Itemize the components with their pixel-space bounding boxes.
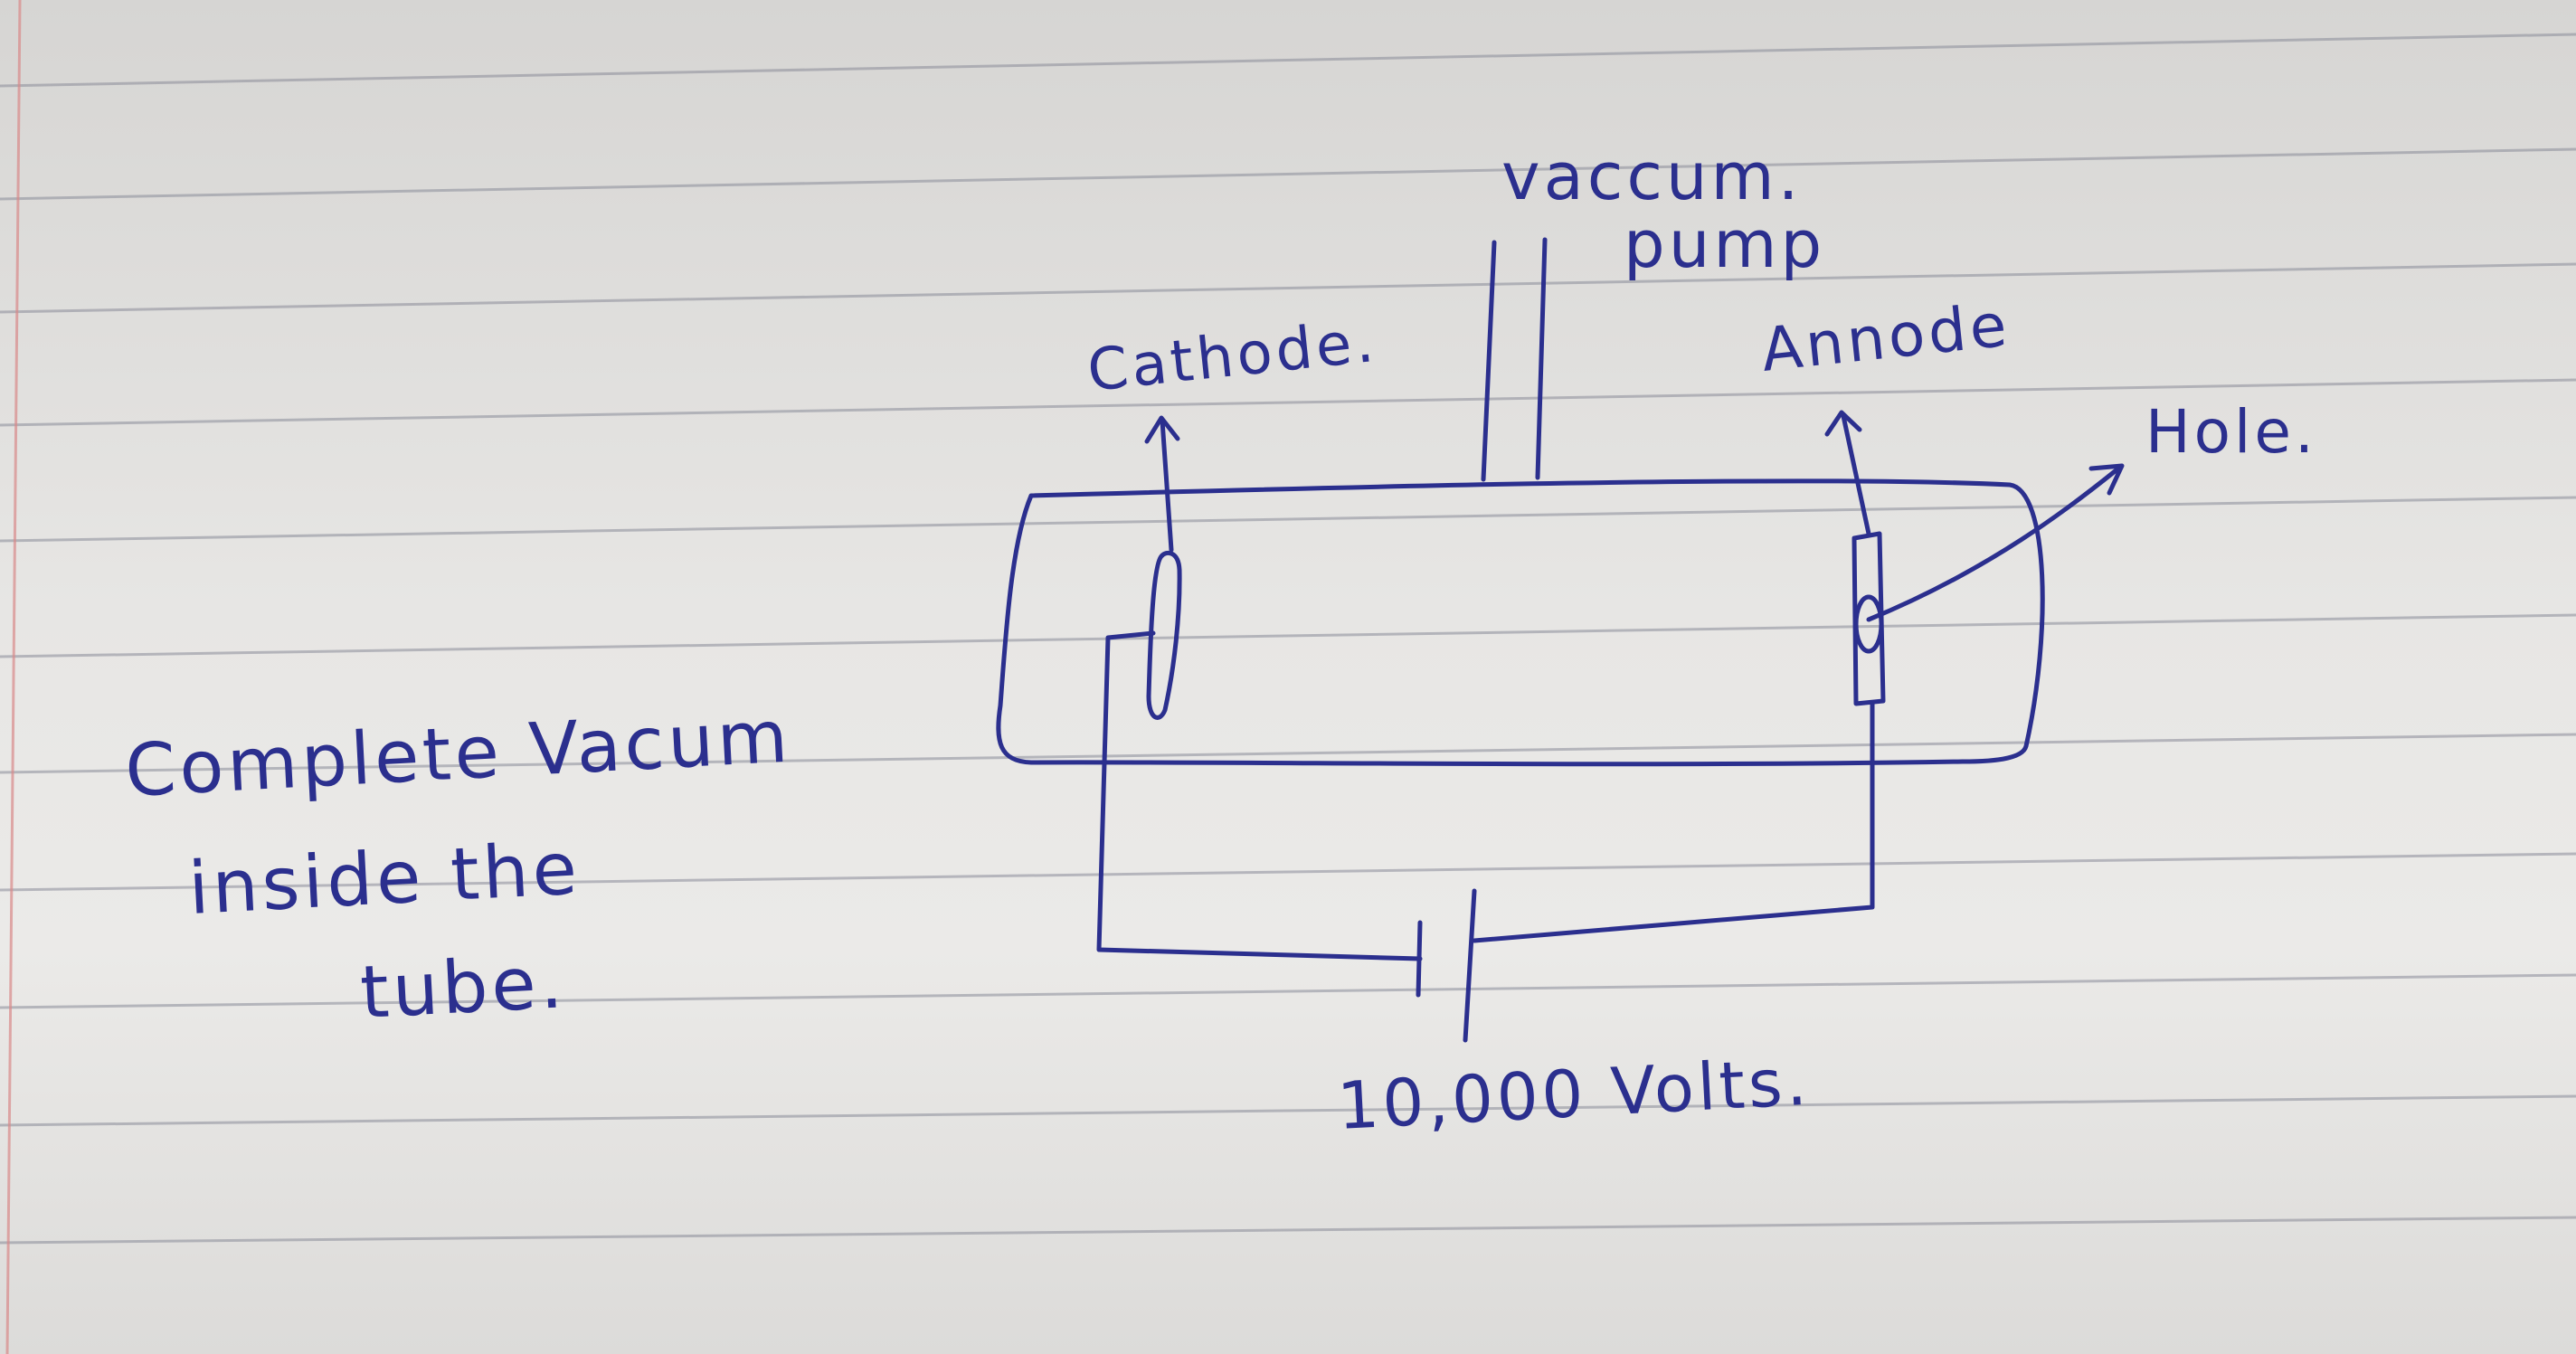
anode-arrow — [1824, 410, 1871, 536]
note-line-1: Complete Vacum — [123, 695, 793, 813]
margin-line — [5, 0, 22, 1354]
hole-label: Hole. — [2145, 397, 2317, 467]
vacuum-pump-label-line2: pump — [1624, 206, 1825, 282]
cathode-plate — [1146, 550, 1182, 720]
vacuum-pump-label: vaccum. — [1501, 138, 1803, 214]
ruled-lines — [0, 33, 2576, 1245]
circuit-wire-right — [1472, 701, 1875, 943]
anode-label: Annode — [1758, 290, 2013, 385]
vacuum-pump-tube — [1481, 237, 1548, 482]
cathode-label: Cathode. — [1084, 308, 1380, 405]
battery-symbol — [1416, 888, 1477, 1043]
discharge-tube — [996, 478, 2045, 767]
voltage-label: 10,000 Volts. — [1335, 1044, 1812, 1144]
note-line-2: inside the — [186, 826, 582, 931]
anode-plate — [1852, 531, 1886, 706]
hole-arrow — [1866, 463, 2125, 622]
cathode-arrow — [1144, 415, 1180, 553]
circuit-wire-left — [1096, 630, 1423, 961]
note-line-3: tube. — [358, 940, 568, 1035]
